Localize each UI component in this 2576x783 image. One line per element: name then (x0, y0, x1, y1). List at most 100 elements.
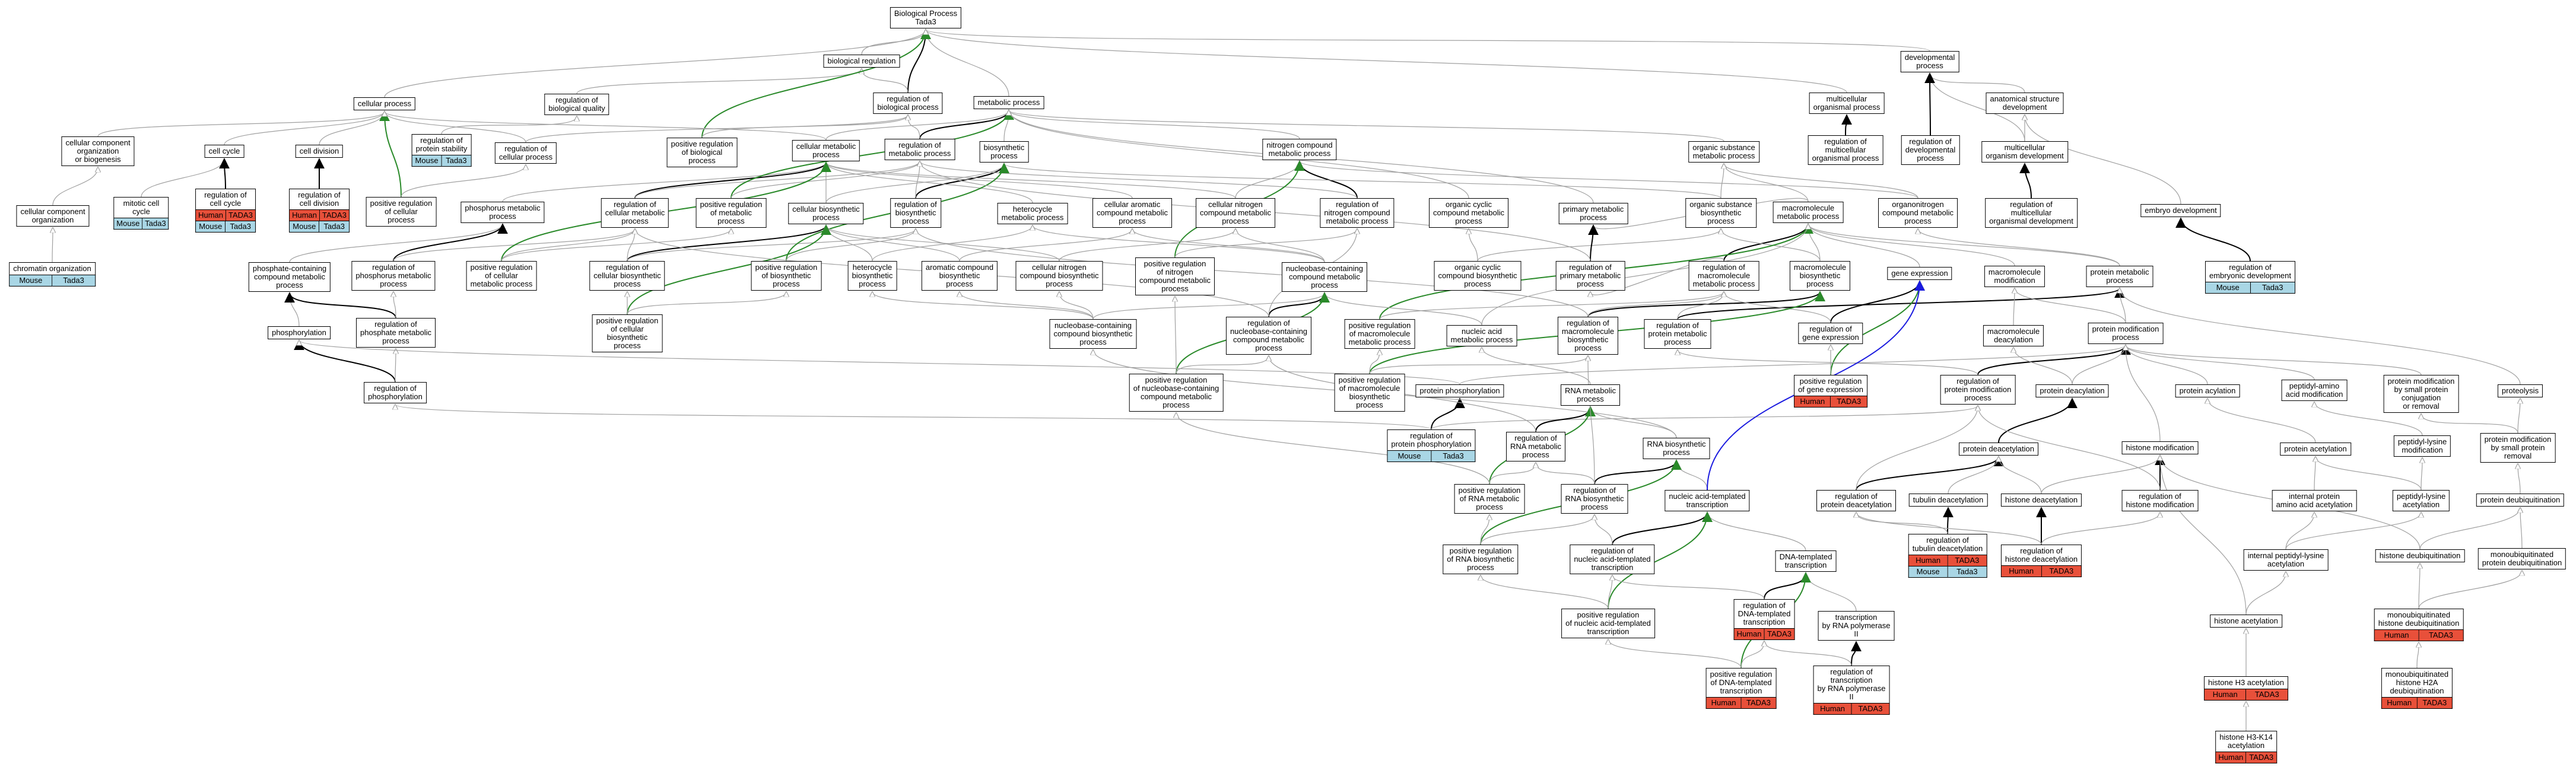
go-term-node[interactable]: regulation of RNA biosynthetic process (1561, 484, 1628, 514)
go-term-node[interactable]: organic substance biosynthetic process (1685, 198, 1756, 228)
go-term-node[interactable]: regulation of phosphate metabolic proces… (356, 318, 436, 348)
go-term-node[interactable]: cellular process (353, 97, 416, 110)
go-term-node[interactable]: positive regulation of cellular metaboli… (466, 261, 537, 291)
go-term-node[interactable]: organic cyclic compound biosynthetic pro… (1434, 261, 1522, 291)
go-term-node[interactable]: regulation of gene expression (1798, 323, 1863, 344)
go-term-node[interactable]: monoubiquitinated histone H2A deubiquiti… (2381, 668, 2453, 709)
go-term-node[interactable]: protein deacylation (2035, 384, 2109, 397)
go-term-node[interactable]: cellular aromatic compound metabolic pro… (1092, 198, 1172, 228)
go-term-node[interactable]: regulation of DNA-templated transcriptio… (1733, 599, 1795, 640)
go-term-node[interactable]: DNA-templated transcription (1775, 550, 1837, 572)
go-term-node[interactable]: Biological Process Tada3 (890, 7, 962, 28)
go-term-node[interactable]: peptidyl-amino acid modification (2281, 380, 2348, 401)
go-term-node[interactable]: multicellular organism development (1981, 141, 2068, 163)
go-term-node[interactable]: regulation of primary metabolic process (1555, 261, 1625, 291)
go-term-node[interactable]: positive regulation of biosynthetic proc… (751, 261, 822, 291)
go-term-node[interactable]: developmental process (1900, 51, 1959, 72)
go-term-node[interactable]: gene expression (1887, 267, 1952, 280)
go-term-node[interactable]: monoubiquitinated histone deubiquitinati… (2374, 609, 2464, 641)
go-term-node[interactable]: regulation of transcription by RNA polym… (1813, 666, 1890, 715)
go-term-node[interactable]: regulation of macromolecule biosynthetic… (1557, 317, 1619, 355)
go-term-node[interactable]: positive regulation of biological proces… (666, 138, 738, 167)
go-term-node[interactable]: positive regulation of RNA metabolic pro… (1454, 484, 1525, 514)
go-term-node[interactable]: phosphorylation (268, 326, 331, 339)
go-term-node[interactable]: macromolecule metabolic process (1773, 202, 1844, 223)
go-term-node[interactable]: phosphorus metabolic process (460, 202, 545, 223)
go-term-node[interactable]: regulation of RNA metabolic process (1506, 432, 1565, 461)
go-term-node[interactable]: nucleobase-containing compound biosynthe… (1049, 319, 1137, 349)
go-term-node[interactable]: positive regulation of macromolecule met… (1344, 319, 1415, 349)
go-term-node[interactable]: cellular nitrogen compound biosynthetic … (1015, 261, 1103, 291)
go-term-node[interactable]: protein modification by small protein co… (2383, 375, 2459, 413)
go-term-node[interactable]: regulation of histone modification (2121, 490, 2199, 511)
go-term-node[interactable]: positive regulation of cellular process (366, 197, 437, 227)
go-term-node[interactable]: cellular nitrogen compound metabolic pro… (1196, 198, 1275, 228)
go-term-node[interactable]: regulation of protein metabolic process (1644, 319, 1711, 349)
go-term-node[interactable]: protein deubiquitination (2476, 494, 2565, 507)
go-term-node[interactable]: cellular component organization (16, 205, 90, 227)
go-term-node[interactable]: positive regulation of cellular biosynth… (592, 314, 663, 352)
go-term-node[interactable]: positive regulation of macromolecule bio… (1334, 374, 1405, 412)
go-term-node[interactable]: nucleic acid-templated transcription (1665, 490, 1750, 511)
go-term-node[interactable]: biological regulation (823, 55, 900, 68)
go-term-node[interactable]: primary metabolic process (1558, 203, 1628, 224)
go-term-node[interactable]: macromolecule modification (1984, 266, 2045, 287)
go-term-node[interactable]: positive regulation of metabolic process (695, 198, 767, 228)
go-term-node[interactable]: multicellular organismal process (1809, 93, 1885, 114)
go-term-node[interactable]: regulation of cellular biosynthetic proc… (589, 261, 665, 291)
go-term-node[interactable]: positive regulation of DNA-templated tra… (1705, 668, 1777, 709)
go-term-node[interactable]: regulation of cellular metabolic process (601, 198, 669, 228)
go-term-node[interactable]: protein deacetylation (1959, 443, 2038, 456)
go-term-node[interactable]: regulation of nucleobase-containing comp… (1225, 317, 1312, 355)
go-term-node[interactable]: regulation of nucleic acid-templated tra… (1570, 545, 1655, 574)
go-term-node[interactable]: monoubiquitinated protein deubiquitinati… (2477, 548, 2567, 569)
go-term-node[interactable]: positive regulation of nitrogen compound… (1135, 257, 1215, 295)
go-term-node[interactable]: peptidyl-lysine modification (2393, 435, 2451, 457)
go-term-node[interactable]: positive regulation of RNA biosynthetic … (1443, 545, 1519, 574)
go-term-node[interactable]: cellular component organization or bioge… (61, 136, 135, 166)
go-term-node[interactable]: protein acylation (2175, 384, 2240, 397)
go-term-node[interactable]: nucleobase-containing compound metabolic… (1281, 262, 1368, 292)
go-term-node[interactable]: regulation of developmental process (1901, 135, 1960, 165)
go-term-node[interactable]: regulation of biological process (873, 93, 943, 114)
go-term-node[interactable]: peptidyl-lysine acetylation (2392, 490, 2450, 511)
go-term-node[interactable]: anatomical structure development (1986, 93, 2064, 114)
go-term-node[interactable]: nucleic acid metabolic process (1446, 325, 1517, 346)
go-term-node[interactable]: cellular metabolic process (792, 140, 860, 161)
go-term-node[interactable]: regulation of phosphorus metabolic proce… (351, 261, 436, 291)
go-term-node[interactable]: RNA biosynthetic process (1643, 438, 1710, 459)
go-term-node[interactable]: regulation of multicellular organismal d… (1985, 198, 2078, 228)
go-term-node[interactable]: protein acetylation (2280, 443, 2351, 456)
go-term-node[interactable]: macromolecule deacylation (1983, 325, 2044, 346)
go-term-node[interactable]: organic cyclic compound metabolic proces… (1429, 198, 1508, 228)
go-term-node[interactable]: internal protein amino acid acetylation (2272, 490, 2357, 511)
go-term-node[interactable]: protein phosphorylation (1415, 384, 1504, 397)
go-term-node[interactable]: macromolecule biosynthetic process (1789, 261, 1851, 291)
go-term-node[interactable]: heterocycle biosynthetic process (847, 261, 897, 291)
go-term-node[interactable]: regulation of biosynthetic process (890, 198, 941, 228)
go-term-node[interactable]: metabolic process (973, 96, 1044, 109)
go-term-node[interactable]: heterocycle metabolic process (997, 203, 1068, 224)
go-term-node[interactable]: positive regulation of nucleobase-contai… (1129, 374, 1224, 412)
go-term-node[interactable]: cellular biosynthetic process (788, 203, 864, 224)
go-term-node[interactable]: regulation of metabolic process (884, 139, 955, 160)
go-term-node[interactable]: histone deubiquitination (2375, 549, 2465, 562)
go-term-node[interactable]: organic substance metabolic process (1688, 141, 1759, 163)
go-term-node[interactable]: cell cycle (204, 145, 244, 158)
go-term-node[interactable]: protein metabolic process (2086, 266, 2153, 287)
go-term-node[interactable]: regulation of multicellular organismal p… (1808, 135, 1883, 165)
go-term-node[interactable]: proteolysis (2497, 384, 2543, 397)
go-term-node[interactable]: histone modification (2121, 441, 2199, 454)
go-term-node[interactable]: RNA metabolic process (1561, 384, 1620, 406)
go-term-node[interactable]: regulation of macromolecule metabolic pr… (1688, 261, 1759, 291)
